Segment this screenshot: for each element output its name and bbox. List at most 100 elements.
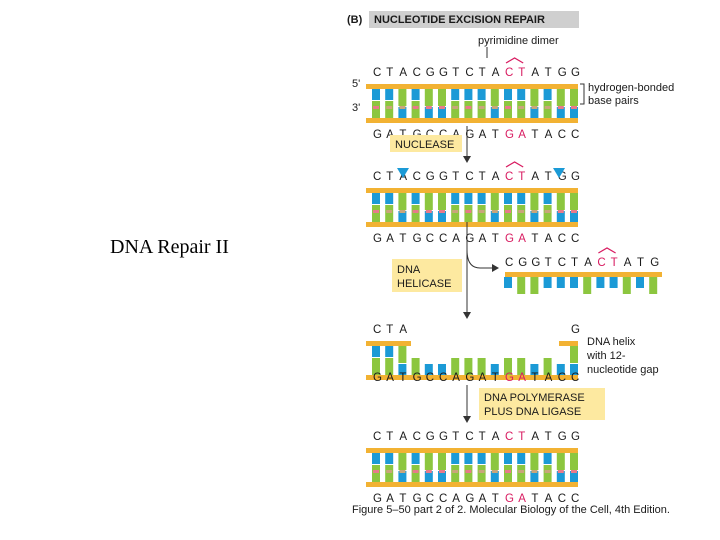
top-base	[477, 193, 486, 204]
bottom-base	[570, 364, 578, 375]
top-strand-base: A	[492, 431, 500, 443]
bottom-strand-base: C	[571, 372, 579, 384]
top-base	[411, 453, 420, 464]
top-strand-base: T	[479, 431, 486, 443]
bottom-base	[398, 364, 407, 375]
bottom-base	[517, 205, 526, 222]
excised-nucleotide	[609, 277, 618, 288]
bottom-base	[570, 211, 578, 222]
top-strand-base: G	[571, 431, 580, 443]
top-backbone	[366, 188, 578, 193]
bottom-base	[438, 211, 446, 222]
hbond-marker	[518, 106, 525, 109]
bottom-strand-base: A	[386, 493, 394, 505]
top-base	[438, 193, 446, 210]
excised-base: A	[584, 257, 592, 269]
bottom-base	[451, 465, 460, 482]
hbond-marker	[412, 106, 419, 109]
gap-left-base: A	[399, 324, 407, 336]
five-prime-label: 5'	[352, 78, 360, 90]
gap-right-base: G	[571, 324, 580, 336]
hbond-marker	[478, 106, 485, 109]
figure-caption: Figure 5–50 part 2 of 2. Molecular Biolo…	[352, 504, 670, 516]
excised-nucleotide	[504, 277, 512, 288]
top-base	[556, 89, 565, 106]
pyrimidine-dimer-label: pyrimidine dimer	[478, 35, 559, 47]
bottom-strand-base: A	[479, 372, 487, 384]
top-strand-base: C	[465, 171, 473, 183]
bottom-strand-base: T	[531, 233, 538, 245]
bottom-backbone	[366, 482, 578, 487]
bottom-strand-base: A	[545, 493, 553, 505]
top-base	[570, 453, 578, 470]
bottom-strand-base: C	[558, 493, 566, 505]
top-strand-base: C	[505, 67, 513, 79]
bottom-base	[464, 358, 473, 375]
bottom-strand-base: T	[399, 233, 406, 245]
top-base	[517, 453, 526, 464]
bottom-base	[411, 358, 420, 375]
top-strand-base: G	[571, 67, 580, 79]
top-strand-base: T	[479, 171, 486, 183]
top-base	[543, 89, 552, 100]
hbond-marker	[491, 470, 498, 473]
top-base	[438, 453, 446, 470]
top-base	[398, 193, 407, 210]
bottom-base	[385, 205, 394, 222]
hbond-marker	[571, 210, 577, 213]
hbond-marker	[571, 470, 577, 473]
step-arrow-2	[463, 222, 499, 319]
excised-nucleotide	[596, 277, 605, 288]
top-strand-base: G	[426, 431, 435, 443]
hbond-marker	[531, 210, 538, 213]
polymerase-box	[479, 388, 605, 420]
bottom-strand-base: C	[571, 129, 579, 141]
top-base	[530, 89, 539, 106]
top-strand-base: T	[452, 431, 459, 443]
bottom-strand-base: A	[518, 129, 526, 141]
top-base	[543, 453, 552, 464]
hbond-marker	[557, 470, 564, 473]
top-base	[490, 89, 499, 106]
excised-nucleotide	[622, 277, 631, 294]
bottom-base	[385, 465, 394, 482]
bottom-base	[424, 364, 433, 375]
top-strand-base: T	[386, 67, 393, 79]
gap-label-1: DNA helix	[587, 336, 636, 348]
bottom-base	[372, 205, 380, 222]
top-base	[464, 453, 473, 464]
top-strand-base: A	[531, 171, 539, 183]
excised-base: G	[531, 257, 540, 269]
excised-backbone	[505, 272, 662, 277]
bottom-base	[438, 107, 446, 118]
dimer-caret	[505, 161, 524, 168]
top-base	[490, 453, 499, 470]
bottom-strand-base: G	[465, 493, 474, 505]
top-strand-base: G	[558, 171, 567, 183]
hbond-marker	[373, 470, 379, 473]
bottom-base	[543, 101, 552, 118]
hbond-marker	[439, 210, 445, 213]
top-strand-base: A	[492, 171, 500, 183]
top-base	[556, 193, 565, 210]
nuclease-label: NUCLEASE	[395, 139, 454, 151]
panel-title-box	[369, 11, 579, 28]
bottom-strand-base: A	[479, 233, 487, 245]
bottom-backbone	[366, 222, 578, 227]
top-base	[372, 453, 380, 464]
top-strand-base: T	[545, 171, 552, 183]
top-base	[570, 346, 578, 363]
bottom-strand-base: T	[531, 372, 538, 384]
hbond-marker	[544, 470, 551, 473]
top-base	[372, 346, 380, 357]
bottom-base	[530, 107, 539, 118]
top-base	[464, 193, 473, 204]
hbond-marker	[439, 106, 445, 109]
bottom-strand-base: C	[426, 372, 434, 384]
top-strand-base: C	[373, 67, 381, 79]
helicase-label-1: DNA	[397, 264, 421, 276]
bottom-base	[398, 107, 407, 118]
